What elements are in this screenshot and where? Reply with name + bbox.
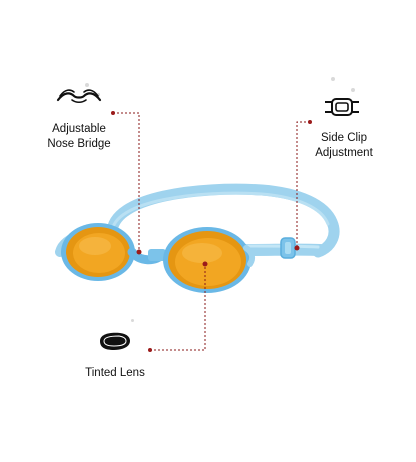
decor-dot — [97, 93, 100, 96]
tinted-lens-icon — [100, 332, 130, 350]
nose-bridge-label-line2: Nose Bridge — [47, 138, 111, 150]
decor-dot — [85, 83, 89, 87]
tinted-lens-label: Tinted Lens — [72, 366, 158, 381]
side-clip-label-line2: Adjustment — [315, 147, 373, 159]
nose-bridge-label: Adjustable Nose Bridge — [38, 122, 120, 152]
side-clip-label: Side Clip Adjustment — [300, 131, 388, 161]
decor-dot — [351, 88, 355, 92]
nose-bridge-label-line1: Adjustable — [52, 123, 106, 135]
tinted-lens-label-line1: Tinted Lens — [85, 367, 145, 379]
decor-dot — [331, 77, 335, 81]
side-clip-label-line1: Side Clip — [320, 132, 368, 144]
strap-back — [106, 183, 340, 258]
decor-dot — [131, 319, 134, 322]
side-clip-icon — [325, 98, 359, 116]
nose-bridge-icon — [56, 89, 102, 104]
